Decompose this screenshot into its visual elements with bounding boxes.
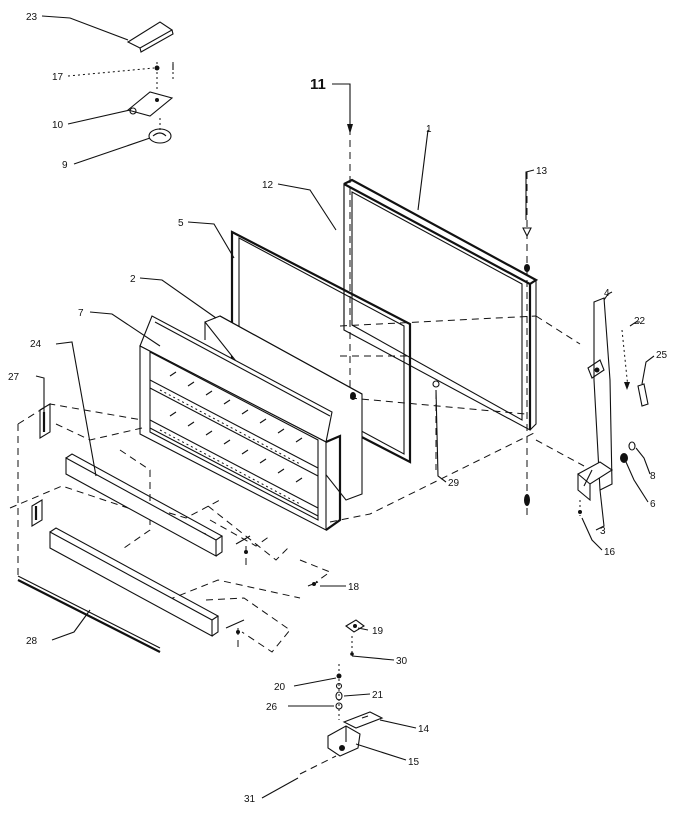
callout-8: 8	[650, 471, 656, 482]
part-14-hinge-plate	[342, 711, 384, 729]
shelf-racks	[149, 371, 319, 517]
callout-21: 21	[372, 690, 384, 701]
part-19-bracket	[345, 619, 365, 633]
callout-9: 9	[62, 160, 68, 171]
part-20-washer	[335, 664, 343, 720]
callout-10: 10	[52, 120, 64, 131]
callout-6: 6	[650, 499, 656, 510]
part-16-screw	[578, 500, 582, 516]
callout-16: 16	[604, 547, 616, 558]
callout-13: 13	[536, 166, 548, 177]
callout-22: 22	[634, 316, 646, 327]
part-28-lower-rail	[17, 499, 220, 653]
part-rail-screws	[225, 535, 251, 648]
callout-4: 4	[604, 288, 610, 299]
part-18-screw	[307, 581, 319, 587]
part-21-bushing	[335, 691, 343, 701]
part-15-lower-hinge	[327, 725, 361, 757]
callout-7: 7	[78, 308, 84, 319]
part-23-handle-cap	[126, 21, 174, 53]
part-4-hinge-bracket	[587, 297, 613, 491]
leader-lines	[35, 15, 655, 799]
callout-12: 12	[262, 180, 274, 191]
part-31-screw	[299, 755, 337, 775]
part-8-washer	[628, 441, 636, 451]
callout-18: 18	[348, 582, 360, 593]
callout-1: 1	[426, 124, 432, 135]
part-30-screw	[350, 636, 354, 656]
part-10-hinge-bracket	[126, 91, 174, 117]
callout-14: 14	[418, 724, 430, 735]
callout-31: 31	[244, 794, 256, 805]
part-29-spacer	[432, 380, 440, 388]
part-11-assembly-axis	[347, 92, 353, 390]
callout-29: 29	[448, 478, 460, 489]
callout-23: 23	[26, 12, 38, 23]
part-17-screws	[154, 62, 174, 92]
callout-26: 26	[266, 702, 278, 713]
part-26-spacer	[335, 702, 343, 710]
part-1-door-outer-panel	[343, 178, 539, 431]
part-3-lower-hinge	[577, 461, 614, 502]
callout-28: 28	[26, 636, 38, 647]
callout-20: 20	[274, 682, 286, 693]
part-6-bushing	[620, 453, 628, 463]
callout-5: 5	[178, 218, 184, 229]
callout-labels: 23 17 10 9 11 1 12 13 5 2 7 24 27 4 22 2…	[8, 12, 668, 805]
callout-17: 17	[52, 72, 64, 83]
part-24-upper-rail	[39, 403, 224, 557]
callout-15: 15	[408, 757, 420, 768]
part-7-door-frame	[139, 315, 342, 531]
callout-11: 11	[310, 76, 326, 93]
callout-27: 27	[8, 372, 20, 383]
callout-2: 2	[130, 274, 136, 285]
callout-25: 25	[656, 350, 668, 361]
part-13-hinge-axis	[522, 172, 532, 520]
callout-30: 30	[396, 656, 408, 667]
callout-24: 24	[30, 339, 42, 350]
callout-3: 3	[600, 526, 606, 537]
part-25-pin	[637, 383, 649, 407]
callout-19: 19	[372, 626, 384, 637]
part-22-screw	[621, 329, 630, 390]
part-9-hinge-pin	[148, 118, 172, 144]
